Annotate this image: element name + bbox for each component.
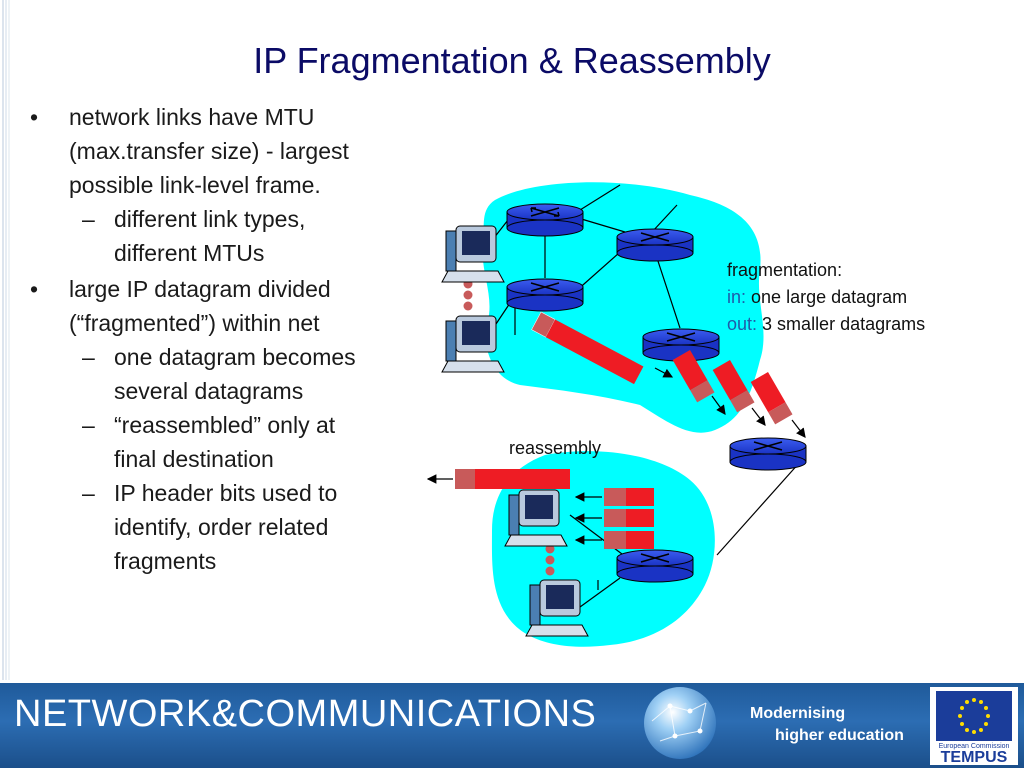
bullet-fragmented: • large IP datagram divided (“fragmented… — [30, 272, 405, 340]
bullet-line: different MTUs — [114, 240, 265, 266]
large-datagram — [531, 311, 644, 385]
computer-icon — [441, 225, 505, 283]
router-icon — [729, 437, 807, 471]
bullet-line: identify, order related — [114, 514, 329, 540]
bullet-list: • network links have MTU (max.transfer s… — [30, 100, 405, 578]
edge-decoration — [2, 0, 10, 680]
bullet-line: one datagram becomes — [114, 344, 356, 370]
slide-title: IP Fragmentation & Reassembly — [253, 40, 771, 81]
tempus-logo: European Commission TEMPUS — [930, 687, 1018, 766]
bullet-line: several datagrams — [114, 378, 304, 404]
in-text: one large datagram — [751, 287, 908, 307]
fragmentation-in: in: one large datagram — [727, 287, 907, 308]
fragment-stack — [604, 488, 654, 549]
bullet-line: large IP datagram divided — [69, 276, 331, 302]
bullet-line: (“fragmented”) within net — [69, 310, 320, 336]
subbullet-header-bits: – IP header bits used to identify, order… — [30, 476, 405, 578]
fragment — [750, 372, 793, 425]
dash-icon: – — [82, 412, 95, 438]
arrow — [751, 407, 766, 426]
fragmentation-label: fragmentation: — [727, 260, 843, 280]
computer-icon — [504, 489, 568, 547]
dash-icon: – — [82, 344, 95, 370]
router-icon — [506, 203, 584, 237]
reassembly-label: reassembly — [509, 438, 602, 458]
arrow — [654, 367, 674, 378]
reassembled-datagram — [455, 469, 570, 489]
bullet-line: final destination — [114, 446, 274, 472]
logo-name: TEMPUS — [940, 749, 1008, 766]
bullet-mtu: • network links have MTU (max.transfer s… — [30, 100, 405, 202]
bullet-line: IP header bits used to — [114, 480, 338, 506]
router-icon — [616, 549, 694, 583]
fragmentation-out: out: 3 smaller datagrams — [727, 314, 925, 335]
bullet-line: “reassembled” only at — [114, 412, 336, 438]
in-prefix: in: — [727, 287, 747, 307]
arrow — [711, 395, 726, 415]
dash-icon: – — [82, 480, 95, 506]
fragment — [672, 350, 715, 403]
bullet-line: different link types, — [114, 206, 306, 232]
computer-icon — [525, 579, 589, 637]
arrow — [791, 419, 806, 438]
bullet-line: (max.transfer size) - largest — [69, 138, 349, 164]
eu-flag-icon — [936, 691, 1012, 741]
bullet-icon: • — [30, 276, 39, 302]
slogan-line1: Modernising — [750, 705, 846, 722]
footer-title: NETWORK&COMMUNICATIONS — [14, 693, 597, 735]
logo-caption: European Commission — [938, 743, 1010, 750]
out-text: 3 smaller datagrams — [762, 314, 926, 334]
bullet-line: network links have MTU — [69, 104, 315, 130]
bullet-line: possible link-level frame. — [69, 172, 321, 198]
globe-icon — [644, 687, 716, 759]
subbullet-reassembled: – “reassembled” only at final destinatio… — [30, 408, 405, 476]
router-icon — [616, 228, 694, 262]
slogan-line2: higher education — [775, 727, 904, 744]
out-prefix: out: — [727, 314, 758, 334]
bullet-icon: • — [30, 104, 39, 130]
network-diagram — [426, 182, 807, 647]
fragment — [712, 360, 755, 413]
subbullet-link-types: – different link types, different MTUs — [30, 202, 405, 270]
router-icon — [506, 278, 584, 312]
bullet-line: fragments — [114, 548, 217, 574]
subbullet-several: – one datagram becomes several datagrams — [30, 340, 405, 408]
computer-icon — [441, 315, 505, 373]
dash-icon: – — [82, 206, 95, 232]
network-links — [489, 184, 801, 608]
footer-banner: NETWORK&COMMUNICATIONS Modernising highe… — [0, 683, 1024, 768]
router-icon — [642, 328, 720, 362]
